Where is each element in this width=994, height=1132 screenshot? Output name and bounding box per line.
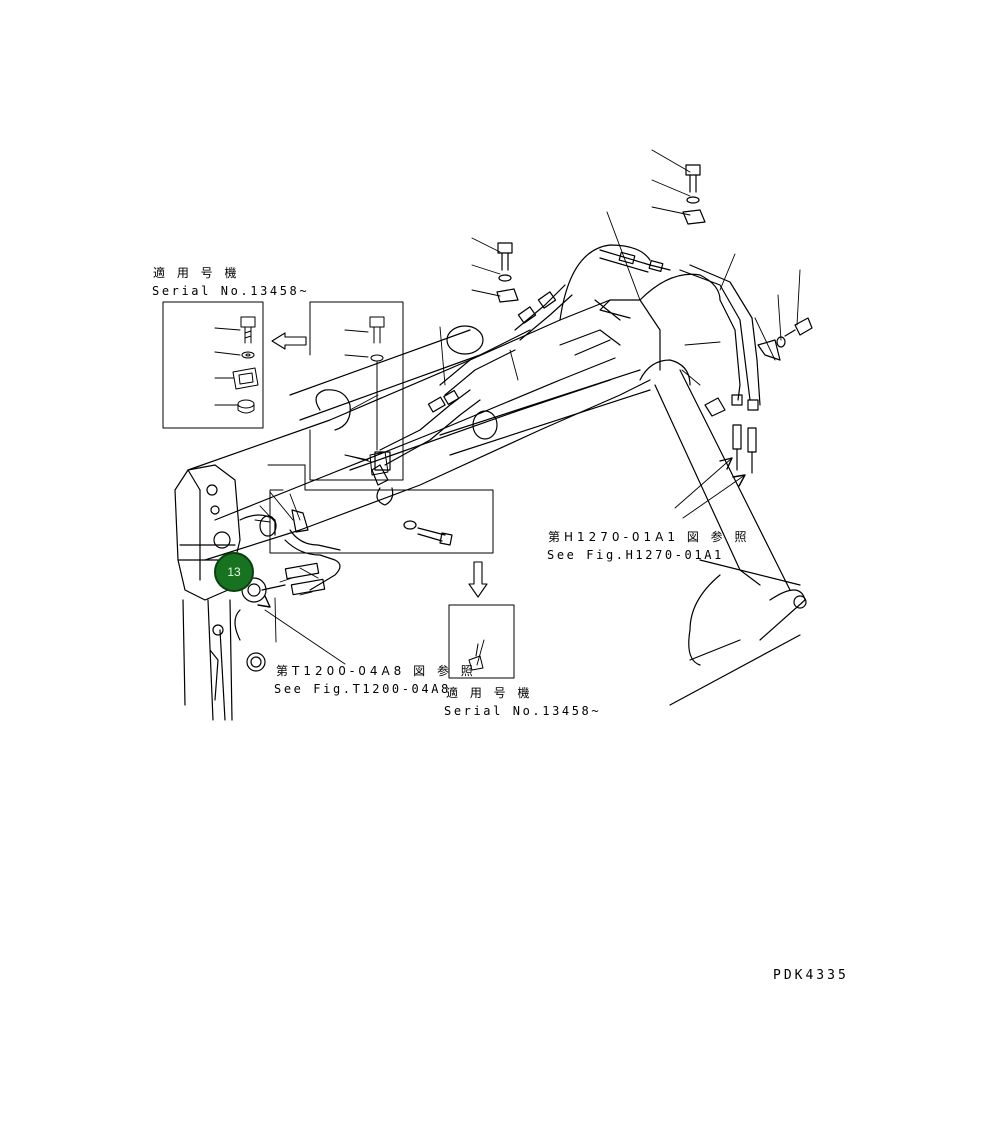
fastener-symbols	[291, 164, 813, 546]
detail-box-bottom	[448, 604, 515, 679]
applicable-serial-jp-label-bottom: 適 用 号 機	[446, 686, 534, 700]
reference-h1270-jp-label: 第H1270-01A1 図 参 照	[548, 530, 751, 544]
open-arrow-down	[468, 561, 488, 598]
reference-t1200-en-label: See Fig.T1200-04A8	[274, 682, 451, 696]
reference-t1200-jp-label: 第T1200-04A8 図 参 照	[276, 664, 477, 678]
part-reference-marker[interactable]: 13	[214, 552, 254, 592]
open-arrow-left	[271, 332, 307, 350]
hydraulic-lines	[241, 249, 761, 603]
serial-number-label-left: Serial No.13458~	[152, 284, 310, 298]
detail-box-center	[309, 301, 404, 481]
boom-structure	[174, 244, 807, 721]
applicable-serial-jp-label-left: 適 用 号 機	[153, 266, 241, 280]
reference-h1270-en-label: See Fig.H1270-01A1	[547, 548, 724, 562]
detail-box-lower	[267, 464, 494, 554]
drawing-code-label: PDK4335	[773, 968, 849, 983]
serial-number-label-bottom: Serial No.13458~	[444, 704, 602, 718]
leader-lines	[254, 149, 801, 666]
detail-box-left	[162, 301, 264, 429]
